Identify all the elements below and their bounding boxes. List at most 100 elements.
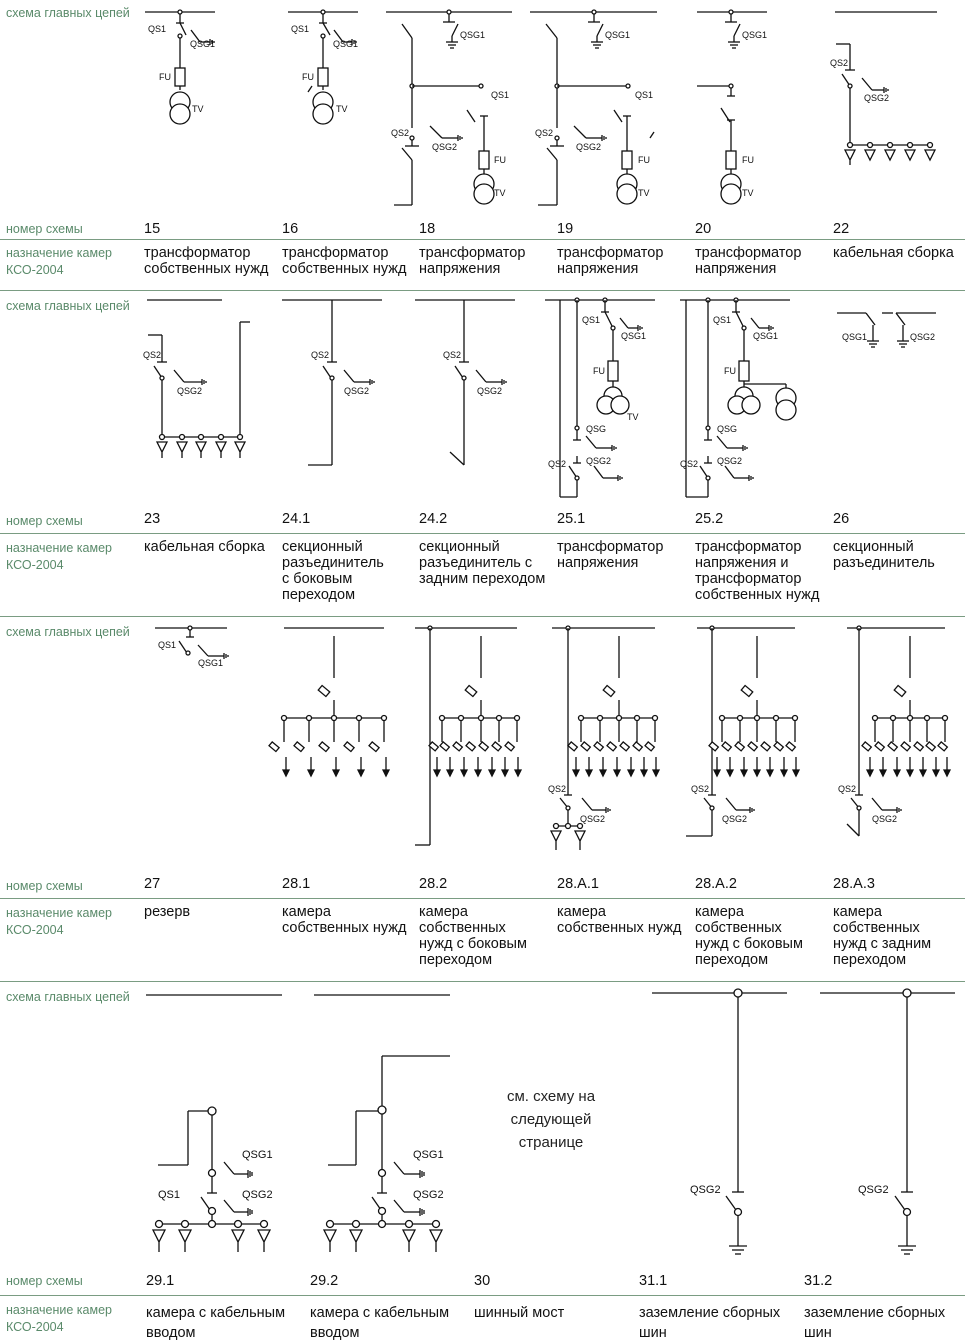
purpose-line: камера с кабельным [146,1305,286,1321]
label-qs2: QS2 [143,350,161,360]
purpose-line: шин [804,1325,832,1341]
label-qsg: QSG [717,424,737,434]
purpose-line: камера с кабельным [310,1305,450,1321]
label-qsg2: QSG2 [690,1184,721,1196]
label-qs2: QS2 [548,459,566,469]
label-qsg2: QSG2 [413,1189,444,1201]
purpose-line: собственных нужд [695,587,820,603]
purpose-line: собственных нужд [144,261,269,277]
label-qs2: QS2 [535,128,553,138]
label-qsg2: QSG2 [242,1189,273,1201]
purpose-label-line2: КСО-2004 [6,1320,64,1334]
divider [0,616,965,617]
purpose-text: кабельная сборка [833,245,954,261]
label-qs2: QS2 [691,784,709,794]
scheme-24-2-diagram: QS2 QSG2 [415,299,515,466]
scheme-number-label: номер схемы [6,222,83,236]
scheme-number-label: номер схемы [6,879,83,893]
purpose-line: нужд с боковым [419,936,527,952]
purpose-line: напряжения [557,555,639,571]
main-circuits-label: схема главных цепей [6,6,130,20]
purpose-line: шин [639,1325,667,1341]
label-tv: TV [742,188,754,198]
main-circuits-label: схема главных цепей [6,625,130,639]
purpose-line: трансформатор [419,245,526,261]
purpose-line: секционный [833,539,914,555]
scheme-28-a-3-diagram: QS2 QSG2 [838,625,952,837]
label-tv: TV [336,104,348,114]
label-qsg1: QSG1 [605,30,630,40]
purpose-line: вводом [310,1325,360,1341]
purpose-line: камера [695,904,744,920]
scheme-28-a-2-diagram: QS2 QSG2 [686,625,801,837]
divider [0,981,965,982]
label-qs1: QS1 [491,90,509,100]
label-fu: FU [593,366,605,376]
label-qsg1: QSG1 [621,331,646,341]
label-qsg1: QSG1 [333,39,358,49]
main-circuits-label: схема главных цепей [6,299,130,313]
purpose-line: собственных нужд [282,920,407,936]
scheme-29-2-diagram: QSG1 QSG2 [314,994,450,1252]
purpose-line: собственных [419,920,506,936]
scheme-18-diagram: QSG1 QS1 QS2 QSG2 FU TV [386,9,512,206]
purpose-line: переходом [419,952,493,968]
scheme-number: 30 [474,1273,491,1289]
label-qsg2: QSG2 [722,814,747,824]
scheme-number-label: номер схемы [6,1274,83,1288]
purpose-text: камера с кабельным вводом [310,1303,449,1343]
label-qsg1: QSG1 [242,1149,273,1161]
scheme-number: 19 [557,221,574,237]
purpose-line: трансформатор [557,245,664,261]
label-qsg1: QSG1 [742,30,767,40]
label-qs2: QS2 [838,784,856,794]
label-qs2: QS2 [391,128,409,138]
purpose-line: с боковым [282,571,353,587]
label-fu: FU [724,366,736,376]
purpose-label-line1: назначение камер [6,246,112,260]
label-qsg1: QSG1 [460,30,485,40]
note-line: см. схему на [506,1088,596,1105]
purpose-line: заземление сборных [804,1305,946,1321]
label-qsg2: QSG2 [177,386,202,396]
outgoing-feeder [268,740,391,778]
label-qsg2: QSG2 [858,1184,889,1196]
scheme-27-diagram: QS1 QSG1 [155,625,229,668]
purpose-line: напряжения [557,261,639,277]
label-fu: FU [494,155,506,165]
purpose-line: переходом [833,952,907,968]
scheme-19-diagram: QSG1 QS1 QS2 QSG2 FU TV [530,9,657,206]
purpose-label-line1: назначение камер [6,541,112,555]
label-qs2: QS2 [311,350,329,360]
label-fu: FU [302,72,314,82]
purpose-line: трансформатор [695,245,802,261]
outgoing-feeder [708,740,801,778]
purpose-text: заземление сборных шин [804,1303,945,1343]
scheme-23-diagram: QS2 QSG2 [143,299,250,458]
purpose-line: разъединитель [282,555,384,571]
scheme-31-1-diagram: QSG2 [652,988,787,1255]
purpose-label-line2: КСО-2004 [6,263,64,277]
purpose-line: трансформатор [557,539,664,555]
label-qs2: QS2 [830,58,848,68]
scheme-28-2-diagram [415,625,523,846]
label-qsg2: QSG2 [910,332,935,342]
label-qs2: QS2 [443,350,461,360]
scheme-25-1-diagram: QS1 QSG1 FU TV QSG QS2 QSG2 [545,297,655,498]
scheme-number: 24.1 [282,511,311,527]
label-fu: FU [638,155,650,165]
scheme-number: 28.A.1 [557,876,599,892]
purpose-label-line1: назначение камер [6,1303,112,1317]
label-qsg1: QSG1 [753,331,778,341]
label-qs1: QS1 [158,640,176,650]
